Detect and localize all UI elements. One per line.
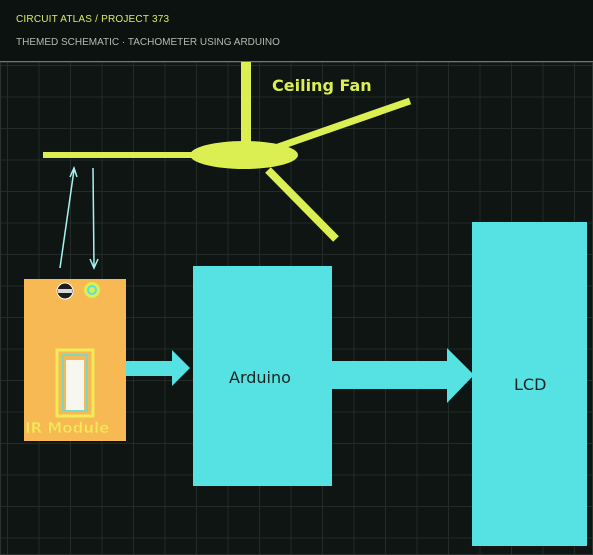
lcd-label: LCD (514, 375, 546, 394)
fan-blade-down (265, 167, 339, 242)
fan-blade-left (43, 152, 201, 158)
arduino-label: Arduino (229, 368, 291, 387)
fan-mount-rod (241, 62, 251, 148)
ir-to-arduino-arrow (126, 350, 190, 386)
fan-blade-right (276, 97, 412, 151)
lcd-block: LCD (472, 222, 587, 546)
ir-led (84, 282, 100, 298)
ir-beam-up (59, 169, 75, 269)
header-bar: CIRCUIT ATLAS / PROJECT 373 THEMED SCHEM… (0, 0, 593, 62)
ir-beam-up-arrowhead (69, 165, 78, 178)
fan-hub (190, 141, 298, 169)
breadcrumb: CIRCUIT ATLAS / PROJECT 373 (16, 14, 170, 25)
fan-label: Ceiling Fan (272, 76, 372, 95)
ceiling-fan: Ceiling Fan (43, 62, 412, 242)
page-subtitle: THEMED SCHEMATIC · TACHOMETER USING ARDU… (16, 37, 280, 48)
ir-module-label: IR Module (25, 419, 109, 437)
ir-beam-down-arrowhead (89, 258, 99, 270)
arduino-to-lcd-arrow (332, 348, 474, 403)
ir-module-chip (55, 348, 95, 418)
ir-beam-down (92, 167, 95, 267)
ir-module: IR Module (24, 279, 126, 441)
ir-beams (59, 165, 99, 270)
arduino-block: Arduino (193, 266, 332, 486)
